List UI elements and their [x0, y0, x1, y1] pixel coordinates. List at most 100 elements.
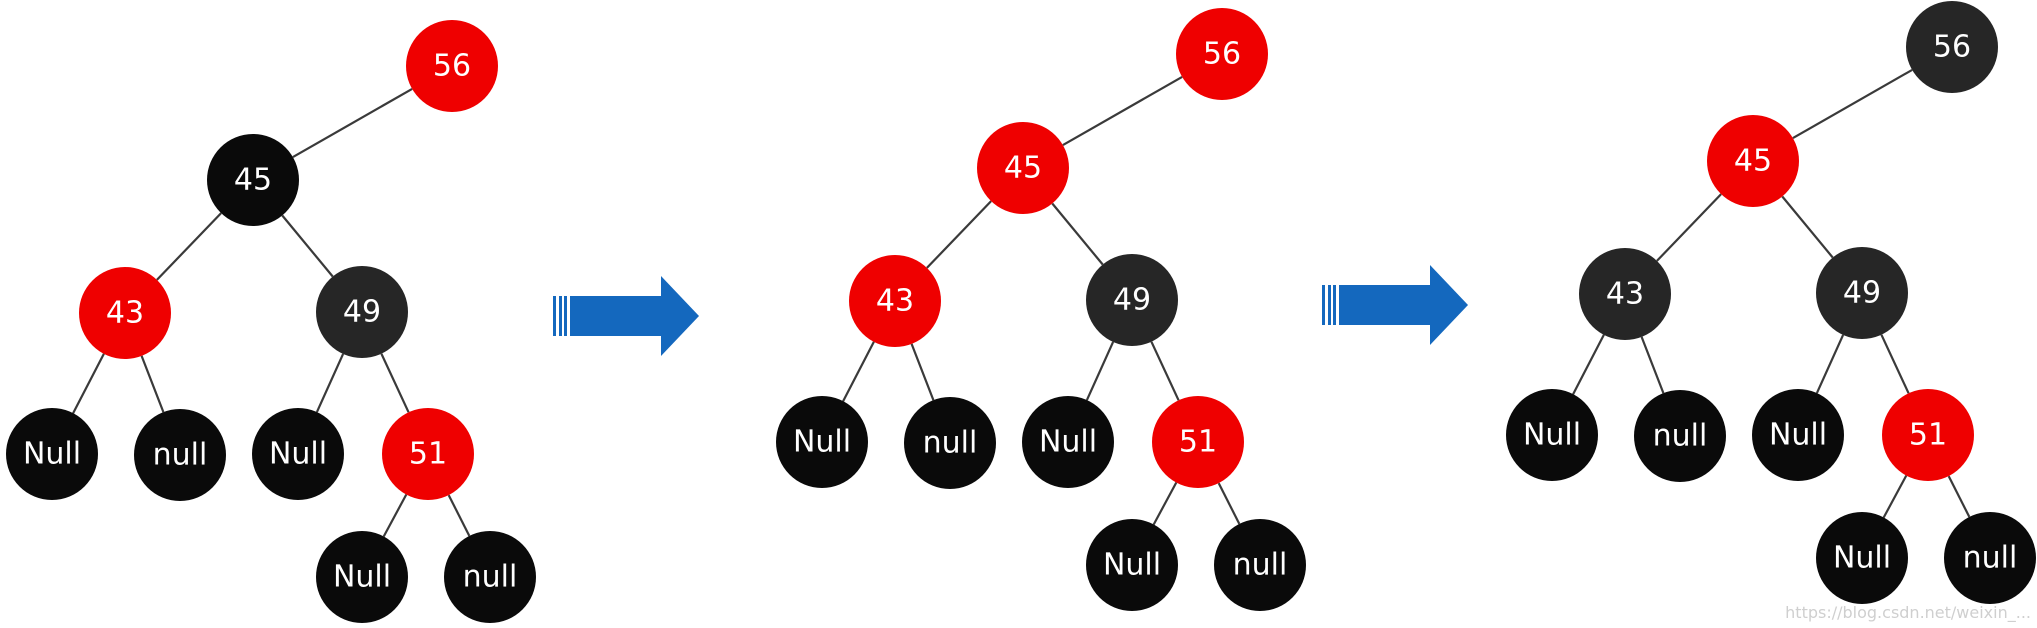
edge-n43-nA — [72, 353, 105, 414]
tree-node: 56 — [406, 20, 498, 112]
tree-node: 45 — [977, 122, 1069, 214]
tree-node: 56 — [1906, 1, 1998, 93]
node-label: null — [153, 438, 208, 473]
tree-node: null — [1214, 519, 1306, 611]
node-circle — [1152, 396, 1244, 488]
edge-n45-n49 — [1781, 195, 1834, 259]
edge-n43-nB — [140, 355, 165, 413]
node-circle — [1086, 254, 1178, 346]
node-circle — [1579, 248, 1671, 340]
node-circle — [1634, 390, 1726, 482]
node-circle — [1816, 512, 1908, 604]
node-label: null — [463, 560, 518, 595]
node-label: null — [1233, 548, 1288, 583]
edge-n56-n45 — [292, 87, 413, 159]
arrows-layer — [553, 265, 1468, 356]
node-label: 51 — [1909, 418, 1947, 453]
node-circle — [1816, 247, 1908, 339]
tree-node: Null — [1086, 519, 1178, 611]
node-label: 49 — [343, 295, 381, 330]
tree-node: 43 — [849, 255, 941, 347]
edge-n56-n45 — [1792, 68, 1913, 140]
tree-node: Null — [316, 531, 408, 623]
node-label: 45 — [1004, 151, 1042, 186]
edge-n43-nA — [1572, 334, 1605, 395]
tree-node: 45 — [207, 134, 299, 226]
tree-node: Null — [1816, 512, 1908, 604]
tree-node: 45 — [1707, 115, 1799, 207]
edge-n49-n51 — [1150, 341, 1180, 401]
right-arrow-icon — [553, 276, 699, 356]
node-circle — [1214, 519, 1306, 611]
node-circle — [79, 267, 171, 359]
edge-n49-nC — [1815, 334, 1845, 394]
node-circle — [1906, 1, 1998, 93]
node-circle — [1882, 389, 1974, 481]
node-circle — [207, 134, 299, 226]
right-arrow-icon — [1322, 265, 1468, 345]
node-label: Null — [1103, 548, 1161, 583]
node-circle — [977, 122, 1069, 214]
tree-node: null — [134, 409, 226, 501]
edge-n43-nB — [910, 343, 935, 401]
node-circle — [316, 266, 408, 358]
node-label: Null — [333, 560, 391, 595]
edge-n51-nD — [382, 493, 408, 538]
tree-node: Null — [1022, 396, 1114, 488]
node-label: Null — [1523, 418, 1581, 453]
tree-node: 49 — [1086, 254, 1178, 346]
tree-node: 56 — [1176, 8, 1268, 100]
tree-node: null — [1634, 390, 1726, 482]
tree-node: Null — [6, 408, 98, 500]
node-circle — [849, 255, 941, 347]
node-label: 43 — [876, 284, 914, 319]
edge-n49-n51 — [380, 353, 410, 413]
edges-layer — [72, 68, 1971, 538]
edge-n51-nE — [447, 494, 471, 537]
node-label: 56 — [433, 49, 471, 84]
edge-n45-n43 — [1656, 193, 1722, 262]
node-label: Null — [1769, 418, 1827, 453]
node-circle — [1944, 512, 2036, 604]
tree-node: 51 — [1152, 396, 1244, 488]
edge-n43-nA — [842, 341, 875, 402]
edge-n51-nE — [1217, 482, 1241, 525]
node-label: 56 — [1933, 30, 1971, 65]
edge-n43-nB — [1640, 336, 1665, 394]
tree-node: 43 — [79, 267, 171, 359]
node-label: 43 — [106, 296, 144, 331]
node-circle — [904, 397, 996, 489]
node-circle — [134, 409, 226, 501]
node-label: 51 — [1179, 425, 1217, 460]
tree-node: 51 — [1882, 389, 1974, 481]
node-label: null — [1963, 541, 2018, 576]
node-circle — [316, 531, 408, 623]
node-circle — [406, 20, 498, 112]
tree-node: null — [1944, 512, 2036, 604]
tree-node: 51 — [382, 408, 474, 500]
node-label: 45 — [1734, 144, 1772, 179]
node-label: Null — [1833, 541, 1891, 576]
node-circle — [1707, 115, 1799, 207]
node-label: 49 — [1843, 276, 1881, 311]
tree-node: null — [904, 397, 996, 489]
tree-node: 43 — [1579, 248, 1671, 340]
node-circle — [1506, 389, 1598, 481]
node-label: Null — [1039, 425, 1097, 460]
node-circle — [1176, 8, 1268, 100]
edge-n45-n49 — [281, 214, 334, 278]
node-circle — [1022, 396, 1114, 488]
node-label: 51 — [409, 437, 447, 472]
watermark-text: https://blog.csdn.net/weixin_... — [1785, 603, 2031, 622]
node-circle — [444, 531, 536, 623]
tree-node: Null — [776, 396, 868, 488]
edge-n45-n43 — [156, 212, 222, 281]
node-label: Null — [23, 437, 81, 472]
node-circle — [1752, 389, 1844, 481]
node-label: null — [1653, 419, 1708, 454]
node-label: 56 — [1203, 37, 1241, 72]
